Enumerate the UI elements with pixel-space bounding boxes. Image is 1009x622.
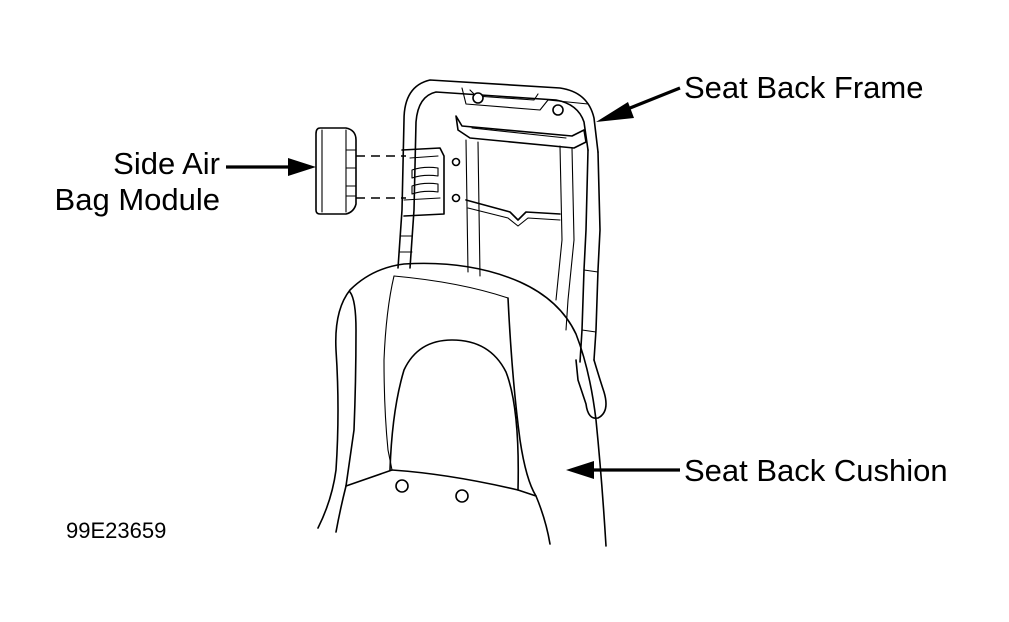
seat-back-frame-drawing	[397, 79, 607, 420]
arrow-side-air-bag-module	[226, 158, 316, 176]
side-air-bag-module-label: Side Air Bag Module	[20, 146, 220, 218]
figure-code: 99E23659	[66, 518, 167, 543]
side-air-bag-module-label-line2: Bag Module	[54, 182, 220, 217]
arrow-seat-back-cushion	[566, 461, 680, 479]
seat-back-frame-label: Seat Back Frame	[684, 70, 924, 105]
arrow-seat-back-frame	[596, 86, 681, 122]
seat-back-cushion-drawing	[317, 262, 607, 547]
side-air-bag-module-drawing	[315, 127, 406, 215]
seat-back-cushion-label: Seat Back Cushion	[684, 453, 948, 488]
side-air-bag-module-label-line1: Side Air	[113, 146, 220, 181]
